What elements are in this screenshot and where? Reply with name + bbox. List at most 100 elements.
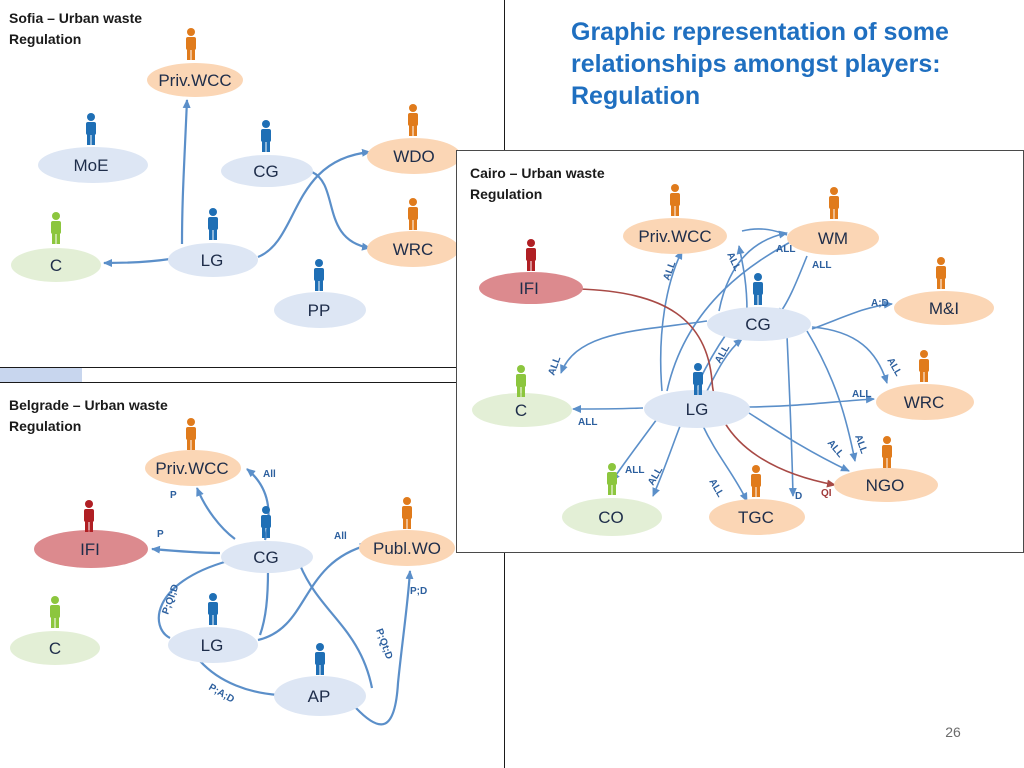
svg-text:P: P [157,529,164,540]
person-icon [526,239,536,271]
belgrade-node-privwcc: Priv.WCC [145,418,241,486]
svg-text:M&I: M&I [929,299,959,318]
slide-title-line1: Graphic representation of some [571,18,949,46]
svg-text:CO: CO [598,508,624,527]
edge-lg-wdo [257,148,371,259]
edge-cg-tgc-d [786,335,797,497]
edge-lg-wrc [748,395,875,408]
svg-text:C: C [515,401,527,420]
edge-cg-wrc [811,326,889,384]
svg-text:MoE: MoE [74,156,109,175]
page-number: 26 [945,724,961,740]
belgrade-node-c: C [10,596,100,665]
svg-text:LG: LG [686,400,709,419]
edge-lg-tgc [701,423,748,502]
svg-text:A;D: A;D [871,298,889,309]
cairo-title-line1: Cairo – Urban waste [470,165,605,181]
cairo-node-mi: M&I [894,257,994,325]
belgrade-diagram-svg: Belgrade – Urban waste Regulation All P … [9,397,455,726]
person-icon [261,120,271,152]
edge-cg-wrc [311,171,371,251]
svg-text:WDO: WDO [393,147,435,166]
cairo-diagram-svg: Cairo – Urban waste Regulation ALL [470,165,994,536]
scroll-tab [0,368,82,382]
svg-text:ALL: ALL [724,251,742,273]
edge-lg-c [103,257,171,267]
sofia-node-c: C [11,212,101,282]
sofia-title-line1: Sofia – Urban waste [9,10,142,26]
svg-text:WRC: WRC [393,240,434,259]
belgrade-title-line1: Belgrade – Urban waste [9,397,168,413]
edge-cg-privwcc [195,487,236,540]
belgrade-node-cg: CG [221,506,313,573]
person-icon [882,436,892,468]
edge-lg-publwo [257,543,369,642]
svg-text:Cairo – Urban waste: Cairo – Urban waste [470,165,605,181]
cairo-node-wrc: WRC [876,350,974,420]
svg-text:All: All [263,469,276,480]
svg-text:ALL: ALL [713,343,732,365]
svg-text:Regulation: Regulation [470,186,542,202]
svg-text:ALL: ALL [812,260,831,271]
svg-text:WRC: WRC [904,393,945,412]
belgrade-node-ifi: IFI [34,500,148,568]
slide-title-line3: Regulation [571,82,701,110]
edge-lg-privwcc [180,99,191,245]
belgrade-diagram: Belgrade – Urban waste Regulation All P … [0,383,504,768]
person-icon [607,463,617,495]
svg-text:P: P [170,490,177,501]
svg-text:Priv.WCC: Priv.WCC [158,71,231,90]
person-icon [753,273,763,305]
svg-text:LG: LG [201,251,224,270]
belgrade-node-ap: AP [274,643,366,716]
person-icon [86,113,96,145]
person-icon [936,257,946,289]
cairo-node-cg: CG [707,273,811,341]
svg-text:PP: PP [308,301,331,320]
person-icon [670,184,680,216]
person-icon [919,350,929,382]
edge-cg-ngo [806,330,858,462]
edge-lg-privwcc [659,250,683,392]
person-icon [84,500,94,532]
svg-text:NGO: NGO [866,476,905,495]
person-icon [408,198,418,230]
cairo-node-tgc: TGC [709,465,805,535]
svg-text:ALL: ALL [661,260,678,282]
edge-lg-ngo [748,412,850,472]
svg-text:LG: LG [201,636,224,655]
svg-text:Publ.WO: Publ.WO [373,539,441,558]
divider-bottom-horizontal [0,382,505,383]
slide-title-line2: relationships amongst players: [571,50,941,78]
svg-text:TGC: TGC [738,508,774,527]
cairo-node-co: CO [562,463,662,536]
sofia-node-lg: LG [168,208,258,277]
cairo-node-wm: WM [787,187,879,255]
cairo-node-ifi: IFI [479,239,583,304]
cairo-node-lg: LG [644,363,750,428]
cairo-node-privwcc: Priv.WCC [623,184,727,254]
cairo-title-line2: Regulation [470,186,542,202]
person-icon [186,28,196,60]
svg-text:ALL: ALL [776,244,795,255]
edge-ap-publwo [355,570,414,726]
edge-ifi-ngo [576,288,836,488]
sofia-diagram-svg: Sofia – Urban waste Regulation Priv.WCC … [9,10,461,328]
edge-lg-cg [706,338,743,392]
svg-text:P;Qt;D: P;Qt;D [373,627,394,661]
person-icon [693,363,703,395]
svg-text:ALL: ALL [825,438,846,460]
person-icon [51,212,61,244]
svg-text:ALL: ALL [578,417,597,428]
edge-privwcc-wm [741,228,788,236]
svg-text:ALL: ALL [646,465,665,487]
person-icon [751,465,761,497]
cairo-node-ngo: NGO [834,436,938,502]
edge-ap-lg [199,660,279,697]
svg-text:P;D: P;D [410,586,427,597]
sofia-node-privwcc: Priv.WCC [147,28,243,97]
svg-text:All: All [334,531,347,542]
sofia-node-wrc: WRC [367,198,459,267]
svg-text:IFI: IFI [519,279,539,298]
svg-text:ALL: ALL [625,465,644,476]
